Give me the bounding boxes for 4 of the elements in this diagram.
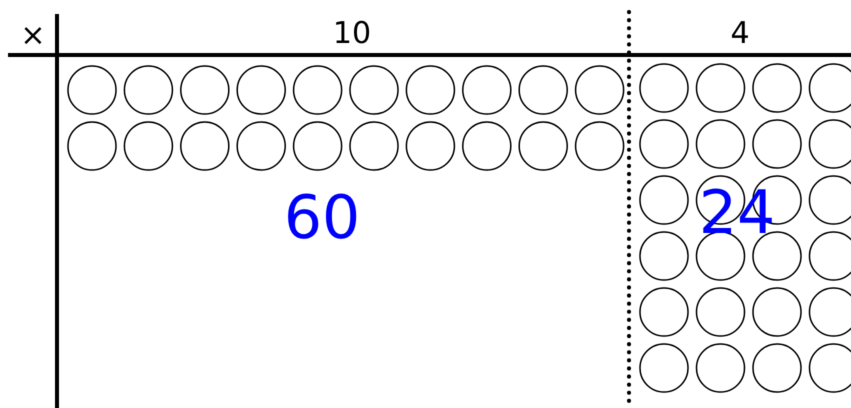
factor-label: 10 [332,19,372,49]
product-number: 60 [284,188,360,248]
factor-label: 4 [730,19,750,49]
factor-label: × [20,21,46,51]
